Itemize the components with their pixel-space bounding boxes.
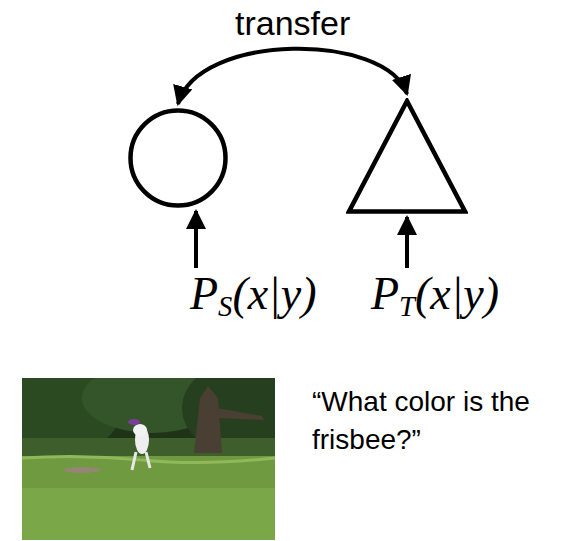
distribution-label: PS(x|y) — [190, 266, 321, 324]
connector-arrow — [405, 217, 409, 268]
distribution-label: PT(x|y) — [371, 266, 504, 324]
triangle-outline — [346, 98, 468, 214]
circle-outline — [128, 108, 228, 208]
target-triangle — [346, 98, 468, 214]
connector-arrow — [194, 211, 198, 268]
connector-arrow — [178, 49, 407, 104]
target-distribution: PT(x|y) — [371, 266, 504, 324]
source-circle — [128, 108, 228, 208]
edge-label: transfer — [231, 4, 354, 43]
photo-illustration — [22, 378, 275, 540]
question-text: “What color is the frisbee?” — [312, 383, 530, 459]
source-distribution: PS(x|y) — [190, 266, 321, 324]
